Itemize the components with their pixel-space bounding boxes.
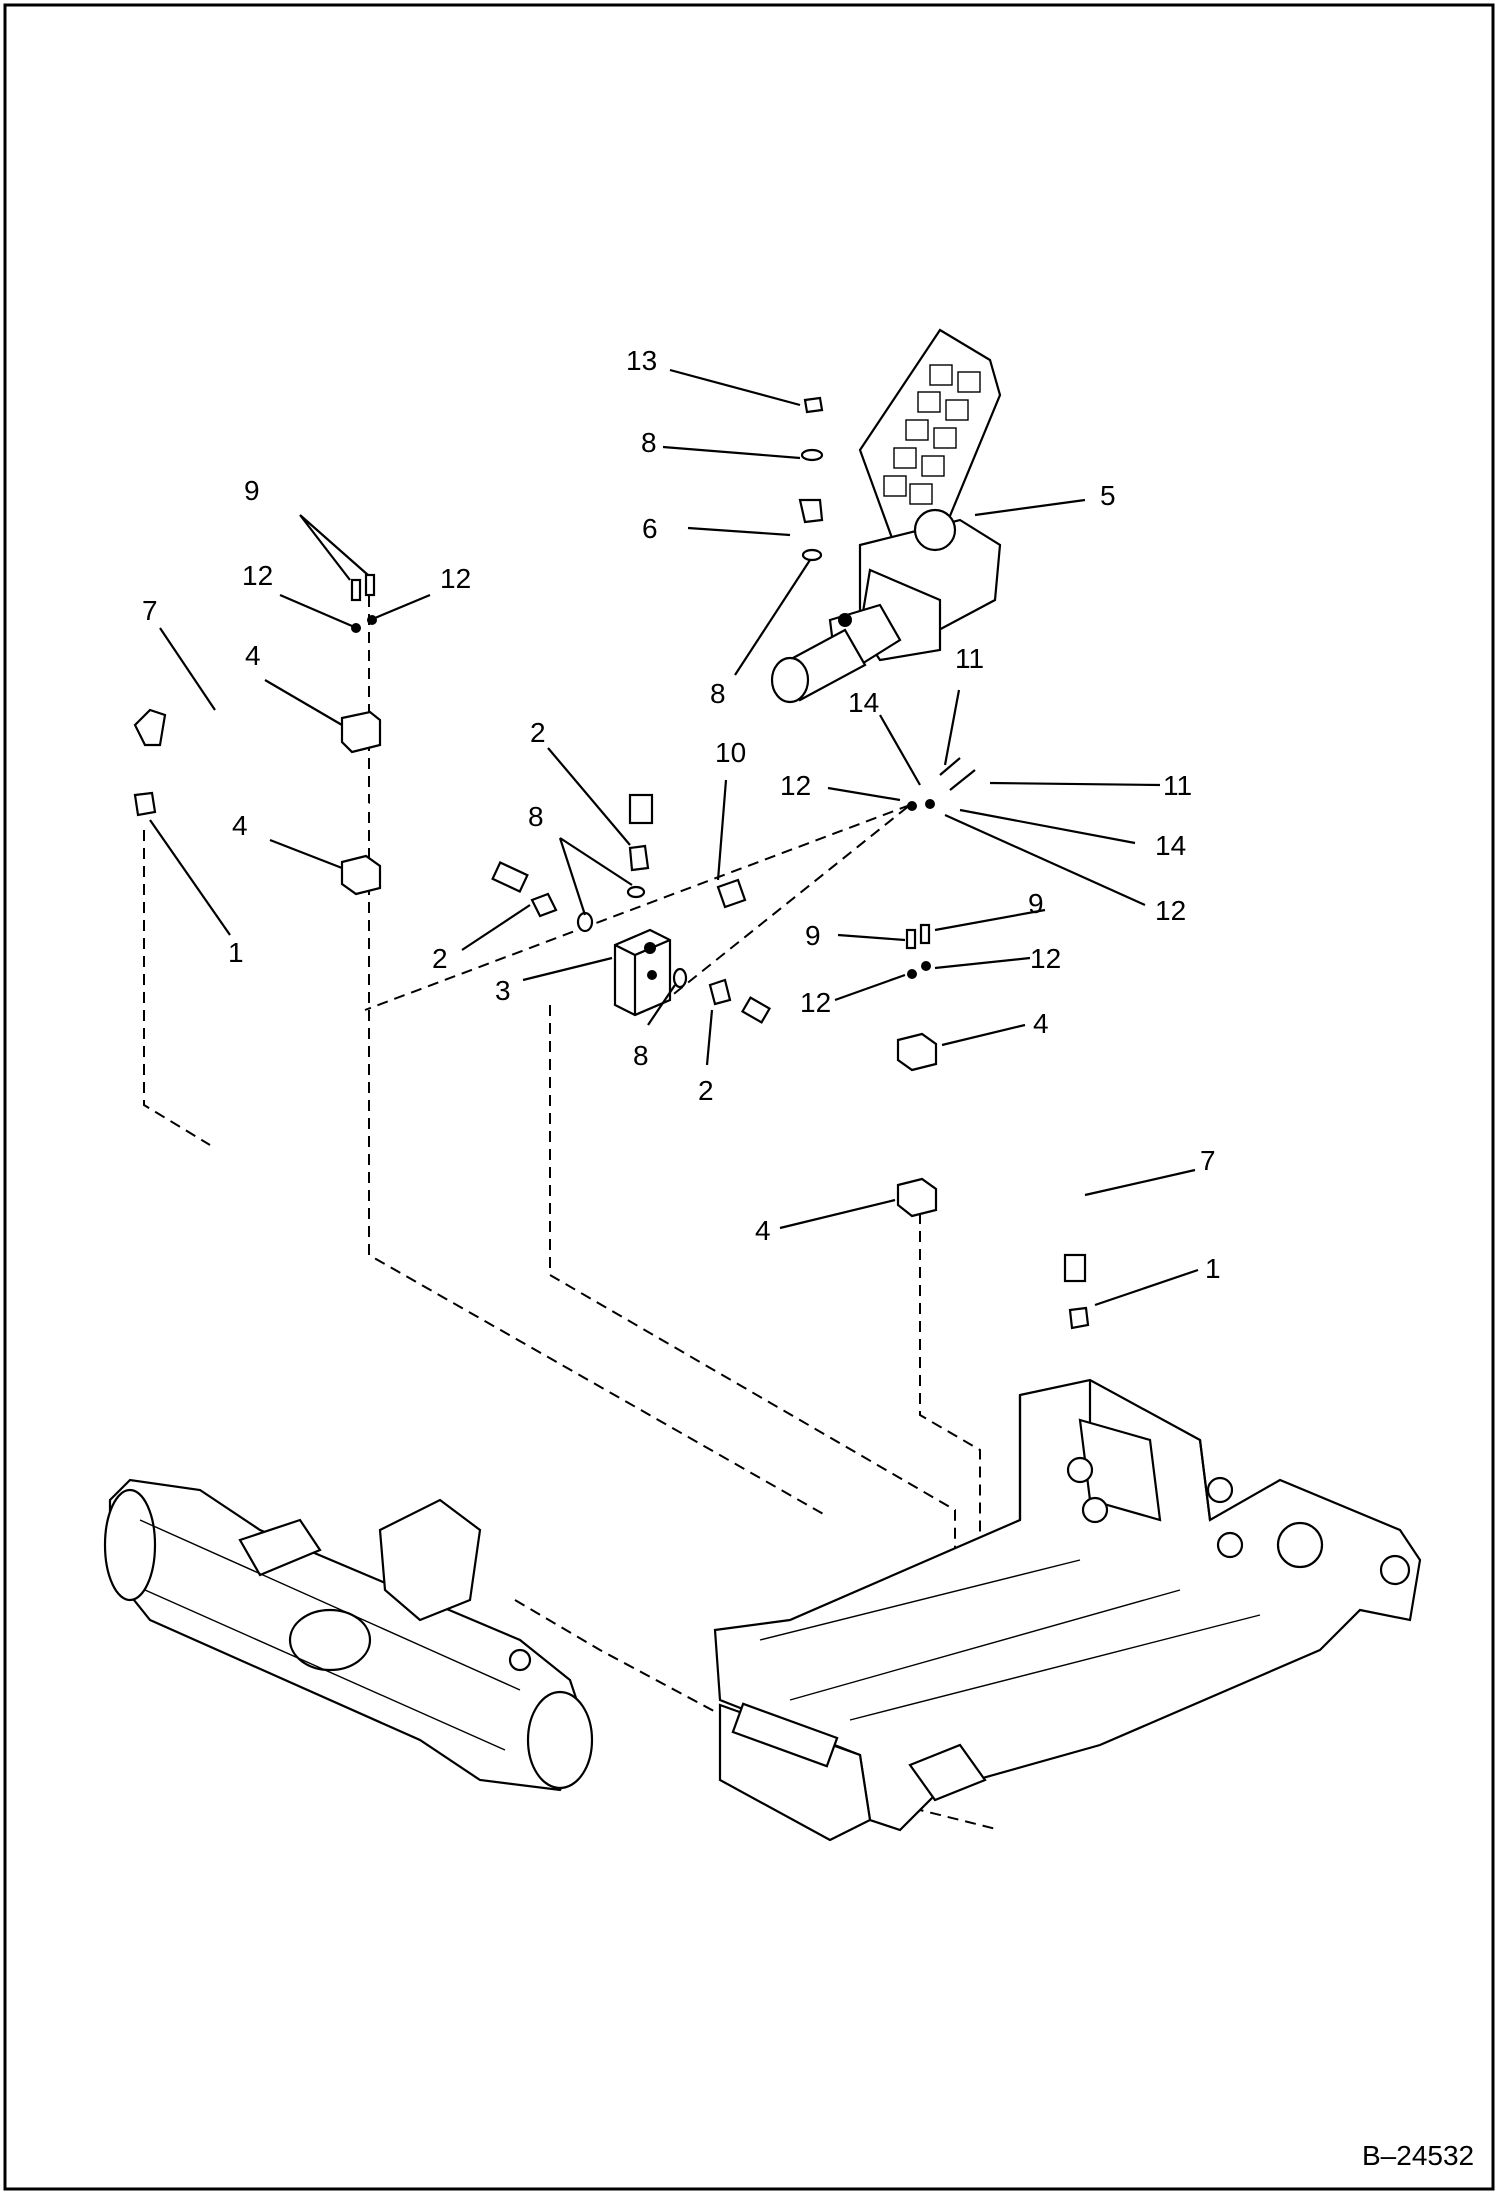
callout-labels: 13 8 6 5 8 9 12 12 7 4 4 1 2 2 8 10 3 8 … bbox=[142, 345, 1221, 1284]
callout-11-right: 11 bbox=[1163, 770, 1192, 801]
callout-2-top: 2 bbox=[530, 717, 546, 748]
callout-12-left-b: 12 bbox=[440, 563, 471, 594]
callout-1-right: 1 bbox=[1205, 1253, 1221, 1284]
callout-8-mid: 8 bbox=[528, 801, 544, 832]
machine-frame bbox=[713, 1378, 1422, 1842]
callout-12-right-b: 12 bbox=[800, 987, 831, 1018]
valve-block bbox=[530, 844, 747, 1017]
callout-9-left: 9 bbox=[244, 475, 260, 506]
callout-13: 13 bbox=[626, 345, 657, 376]
callout-8-top: 8 bbox=[641, 427, 657, 458]
callout-12-right-a: 12 bbox=[1030, 943, 1061, 974]
hose-7-right bbox=[740, 996, 1090, 1330]
callout-12-left-a: 12 bbox=[242, 560, 273, 591]
callout-14-top: 14 bbox=[848, 687, 879, 718]
callout-12-right: 12 bbox=[1155, 895, 1186, 926]
callout-7-right: 7 bbox=[1200, 1145, 1216, 1176]
callout-4-right-b: 4 bbox=[755, 1215, 771, 1246]
clamps-4 bbox=[340, 710, 938, 1218]
callout-4-left-b: 4 bbox=[232, 810, 248, 841]
accelerator-pedal bbox=[770, 328, 1002, 704]
callout-7-left: 7 bbox=[142, 595, 158, 626]
callout-8-bottom: 8 bbox=[633, 1040, 649, 1071]
callout-10: 10 bbox=[715, 737, 746, 768]
axle-assembly bbox=[103, 1478, 594, 1792]
callout-4-right-a: 4 bbox=[1033, 1008, 1049, 1039]
callout-4-left-a: 4 bbox=[245, 640, 261, 671]
hose-7-left bbox=[133, 708, 529, 893]
callout-8-pedal: 8 bbox=[710, 678, 726, 709]
callout-3: 3 bbox=[495, 975, 511, 1006]
callout-2-bottom: 2 bbox=[698, 1075, 714, 1106]
callout-11-top: 11 bbox=[955, 643, 984, 674]
callout-14-right: 14 bbox=[1155, 830, 1186, 861]
hose-6 bbox=[628, 498, 824, 825]
bolts-and-washers bbox=[350, 573, 976, 979]
callout-12-mid: 12 bbox=[780, 770, 811, 801]
document-number: B–24532 bbox=[1362, 2140, 1474, 2171]
page-border bbox=[3, 3, 1495, 2191]
callout-6: 6 bbox=[642, 513, 658, 544]
pedal-fittings bbox=[800, 396, 824, 562]
callout-1-left: 1 bbox=[228, 937, 244, 968]
callout-5: 5 bbox=[1100, 480, 1116, 511]
leader-lines bbox=[149, 368, 1199, 1307]
callout-9-right-b: 9 bbox=[1028, 888, 1044, 919]
callout-9-right-a: 9 bbox=[805, 920, 821, 951]
callout-2-left: 2 bbox=[432, 943, 448, 974]
